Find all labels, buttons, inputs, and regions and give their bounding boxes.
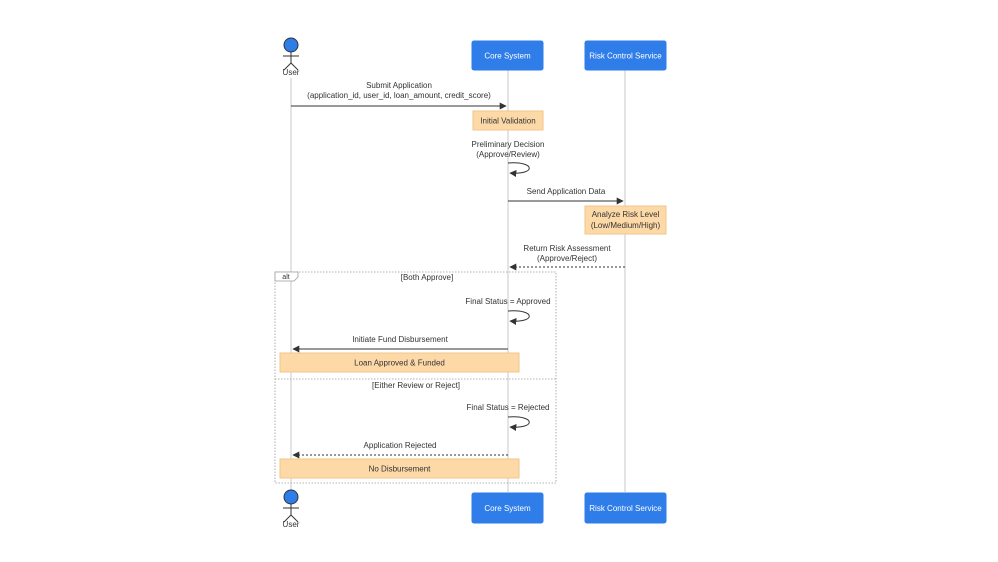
return-label-line2: (Approve/Reject) xyxy=(537,254,597,263)
loan-funded-text: Loan Approved & Funded xyxy=(354,359,445,368)
submit-label-line2: (application_id, user_id, loan_amount, c… xyxy=(307,91,491,100)
user-label-bottom: User xyxy=(283,520,300,529)
send-data-label: Send Application Data xyxy=(527,187,606,196)
alt-frame-tab xyxy=(274,271,299,282)
core-system-label-bottom: Core System xyxy=(484,504,531,513)
app-rejected-label: Application Rejected xyxy=(364,441,437,450)
user-label-top: User xyxy=(283,68,300,77)
risk-control-box-bottom[interactable]: Risk Control Service xyxy=(584,492,667,524)
alt-frame: alt [Both Approve] [Either Review or Rej… xyxy=(274,271,557,484)
analyze-risk-note: Analyze Risk Level (Low/Medium/High) xyxy=(584,205,667,235)
initiate-fund-label: Initiate Fund Disbursement xyxy=(352,335,448,344)
return-label-line1: Return Risk Assessment xyxy=(523,244,611,253)
prelim-self-arrow xyxy=(507,162,530,177)
analyze-risk-line2: (Low/Medium/High) xyxy=(591,221,661,230)
no-disbursement-text: No Disbursement xyxy=(369,465,432,474)
initial-validation-text: Initial Validation xyxy=(480,117,535,126)
risk-control-label-bottom: Risk Control Service xyxy=(589,504,662,513)
core-system-box-top[interactable]: Core System xyxy=(471,40,544,71)
final-approved-label: Final Status = Approved xyxy=(465,297,550,306)
loan-funded-note: Loan Approved & Funded xyxy=(279,352,520,373)
initial-validation-note: Initial Validation xyxy=(472,110,544,131)
core-system-label-top: Core System xyxy=(484,52,531,61)
no-disbursement-note: No Disbursement xyxy=(279,458,520,479)
final-rejected-label: Final Status = Rejected xyxy=(467,403,550,412)
user-actor-top[interactable]: User xyxy=(283,37,300,77)
final-approved-self-arrow xyxy=(507,310,530,325)
risk-control-label-top: Risk Control Service xyxy=(589,52,662,61)
prelim-label-line1: Preliminary Decision xyxy=(472,140,545,149)
prelim-label-line2: (Approve/Review) xyxy=(476,150,540,159)
alt-guard-both-approve: [Both Approve] xyxy=(401,273,453,282)
core-system-box-bottom[interactable]: Core System xyxy=(471,492,544,524)
alt-frame-label: alt xyxy=(282,274,289,281)
user-head-icon xyxy=(283,489,299,505)
submit-label-line1: Submit Application xyxy=(366,81,432,90)
risk-control-box-top[interactable]: Risk Control Service xyxy=(584,40,667,71)
analyze-risk-line1: Analyze Risk Level xyxy=(592,210,660,219)
user-actor-bottom[interactable]: User xyxy=(283,489,300,529)
alt-guard-review-reject: [Either Review or Reject] xyxy=(372,381,460,390)
final-rejected-self-arrow xyxy=(507,416,530,431)
user-head-icon xyxy=(283,37,299,53)
